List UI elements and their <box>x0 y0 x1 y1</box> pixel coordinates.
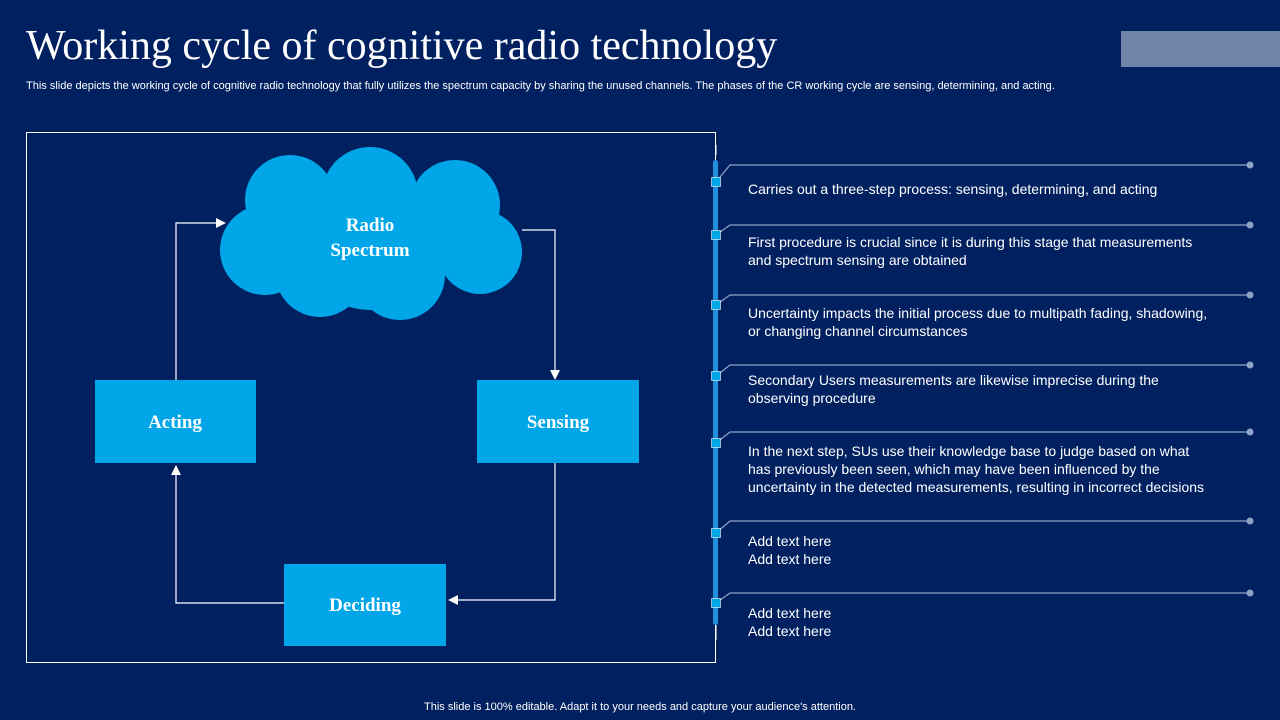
arrow-deciding-to-acting <box>171 465 284 604</box>
timeline-marker <box>711 300 721 310</box>
title-accent-bar <box>1121 31 1280 67</box>
timeline-bar <box>713 160 718 625</box>
node-sensing-label: Sensing <box>527 412 590 433</box>
timeline-connector <box>715 164 1250 183</box>
timeline-marker <box>711 177 721 187</box>
timeline-end-dot <box>1246 428 1254 436</box>
timeline-item-line: and spectrum sensing are obtained <box>748 252 967 268</box>
timeline-end-dot <box>1246 221 1254 229</box>
node-deciding: Deciding <box>284 564 446 646</box>
arrow-cloud-to-sensing <box>522 229 560 380</box>
timeline-item-line: Add text here <box>748 623 832 639</box>
timeline-end-dot <box>1246 161 1254 169</box>
timeline-item-line: uncertainty in the detected measurements… <box>748 479 1205 495</box>
timeline-item-line: Uncertainty impacts the initial process … <box>748 305 1208 321</box>
timeline-connector <box>715 592 1250 604</box>
timeline-marker <box>711 528 721 538</box>
page-title: Working cycle of cognitive radio technol… <box>26 23 778 69</box>
cloud-label-line1: Radio <box>346 215 395 236</box>
footer-note: This slide is 100% editable. Adapt it to… <box>424 701 856 713</box>
arrow-acting-to-cloud <box>175 218 226 380</box>
radio-spectrum-cloud: Radio Spectrum <box>220 147 522 320</box>
timeline-end-dot <box>1246 361 1254 369</box>
timeline-end-dot <box>1246 589 1254 597</box>
arrow-sensing-to-deciding <box>448 463 556 605</box>
timeline-item-line: In the next step, SUs use their knowledg… <box>748 443 1190 459</box>
timeline-item: First procedure is crucial since it is d… <box>748 233 1238 269</box>
timeline-item-line: Add text here <box>748 533 832 549</box>
timeline-item-line: or changing channel circumstances <box>748 323 968 339</box>
timeline-item: Carries out a three-step process: sensin… <box>748 180 1238 198</box>
timeline-item-line: Carries out a three-step process: sensin… <box>748 181 1158 197</box>
timeline-item-line: has previously been seen, which may have… <box>748 461 1160 477</box>
timeline-item: Secondary Users measurements are likewis… <box>748 371 1238 407</box>
timeline-marker <box>711 438 721 448</box>
node-acting: Acting <box>95 380 256 463</box>
page-subtitle: This slide depicts the working cycle of … <box>26 80 1055 92</box>
timeline-item-line: Add text here <box>748 551 832 567</box>
timeline-item-line: Secondary Users measurements are likewis… <box>748 372 1159 388</box>
timeline-marker <box>711 230 721 240</box>
node-sensing: Sensing <box>477 380 639 463</box>
timeline <box>711 145 1254 640</box>
timeline-item: Uncertainty impacts the initial process … <box>748 304 1238 340</box>
timeline-item: In the next step, SUs use their knowledg… <box>748 442 1238 496</box>
timeline-marker <box>711 371 721 381</box>
timeline-item-line: observing procedure <box>748 390 876 406</box>
node-deciding-label: Deciding <box>329 595 401 616</box>
timeline-end-dot <box>1246 291 1254 299</box>
cloud-label-line2: Spectrum <box>330 240 409 261</box>
timeline-item-line: First procedure is crucial since it is d… <box>748 234 1193 250</box>
timeline-item-line: Add text here <box>748 605 832 621</box>
timeline-marker <box>711 598 721 608</box>
timeline-end-dot <box>1246 517 1254 525</box>
node-acting-label: Acting <box>148 412 202 433</box>
